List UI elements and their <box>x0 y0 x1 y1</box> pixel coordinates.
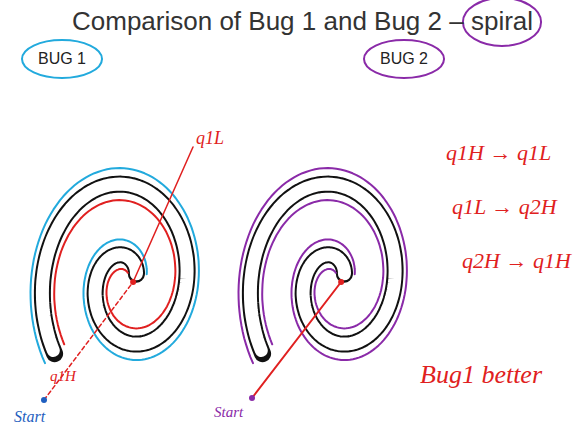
transition-note: q2H → q1H <box>462 248 571 274</box>
goal-dot <box>130 279 136 285</box>
bug2-path <box>239 168 407 363</box>
spiral-obstacle <box>250 184 395 354</box>
conclusion-note: Bug1 better <box>420 360 542 390</box>
spiral-obstacle-inner <box>250 184 395 350</box>
leader-line <box>133 147 193 282</box>
transition-note: q1L → q2H <box>452 194 557 220</box>
start-dot <box>249 395 255 401</box>
bug-label: BUG 1 <box>22 40 102 78</box>
bug1-path <box>31 168 199 363</box>
config-label: q1H <box>50 368 76 385</box>
bug1-path <box>54 200 175 344</box>
bug-name: BUG 1 <box>38 50 86 68</box>
label-circle-outline <box>22 40 102 78</box>
config-label: q1L <box>196 128 224 149</box>
goal-dot <box>338 279 344 285</box>
start-label: Start <box>214 404 243 421</box>
start-label: Start <box>14 408 45 426</box>
m-line <box>252 282 341 398</box>
bug2-path <box>262 200 383 344</box>
bug-name: BUG 2 <box>380 50 428 68</box>
transition-note: q1H → q1L <box>446 140 551 166</box>
title: Comparison of Bug 1 and Bug 2 – spiral <box>72 6 533 37</box>
start-dot <box>41 397 47 403</box>
bug-label: BUG 2 <box>364 40 444 78</box>
m-line <box>44 282 133 400</box>
label-circle-outline <box>364 40 444 78</box>
